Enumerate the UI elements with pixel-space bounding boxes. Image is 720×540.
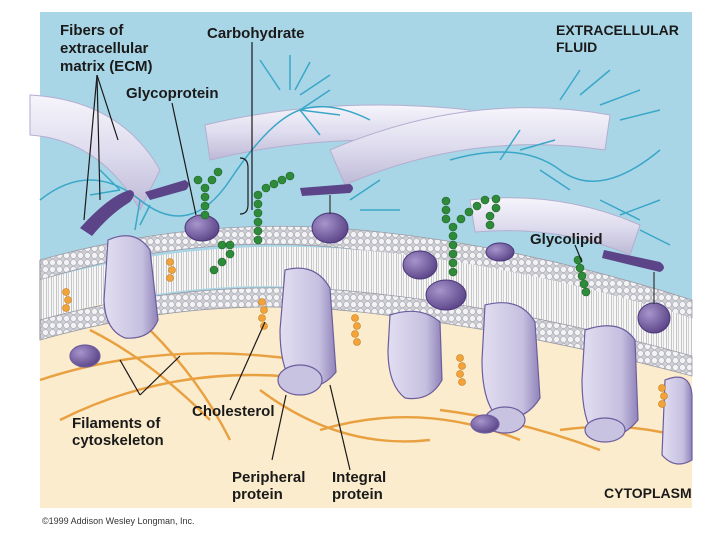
label-integral-protein: Integral protein xyxy=(332,469,390,503)
label-integral-protein-line2: protein xyxy=(332,486,383,503)
integral-protein xyxy=(388,311,442,398)
glycoprotein xyxy=(312,213,348,243)
label-extracellular-fluid-line1: EXTRACELLULAR xyxy=(556,22,679,38)
integral-protein xyxy=(662,377,692,464)
integral-protein xyxy=(104,236,158,338)
label-filaments: Filaments of cytoskeleton xyxy=(72,415,165,449)
glycoprotein xyxy=(403,251,437,279)
peripheral-protein xyxy=(70,345,100,367)
label-extracellular-fluid-line2: FLUID xyxy=(556,39,597,55)
label-filaments-line1: Filaments of xyxy=(72,415,161,432)
peripheral-protein xyxy=(471,415,499,433)
label-fibers-ecm-line3: matrix (ECM) xyxy=(60,58,153,75)
integral-protein xyxy=(482,303,540,419)
glycoprotein xyxy=(426,280,466,310)
glycoprotein xyxy=(638,303,670,333)
label-carbohydrate: Carbohydrate xyxy=(207,25,305,42)
label-peripheral-protein-line1: Peripheral xyxy=(232,469,305,486)
label-glycolipid: Glycolipid xyxy=(530,231,603,248)
label-glycoprotein: Glycoprotein xyxy=(126,85,219,102)
glycoprotein xyxy=(185,215,219,241)
label-fibers-ecm-line1: Fibers of xyxy=(60,22,124,39)
label-peripheral-protein-line2: protein xyxy=(232,486,283,503)
label-cytoplasm: CYTOPLASM xyxy=(604,485,692,501)
label-filaments-line2: cytoskeleton xyxy=(72,432,164,449)
label-cholesterol: Cholesterol xyxy=(192,403,275,420)
label-integral-protein-line1: Integral xyxy=(332,469,386,486)
label-fibers-ecm-line2: extracellular xyxy=(60,40,149,57)
peripheral-protein xyxy=(585,418,625,442)
copyright-notice: ©1999 Addison Wesley Longman, Inc. xyxy=(42,516,195,526)
glycoprotein xyxy=(486,243,514,261)
peripheral-protein xyxy=(278,365,322,395)
